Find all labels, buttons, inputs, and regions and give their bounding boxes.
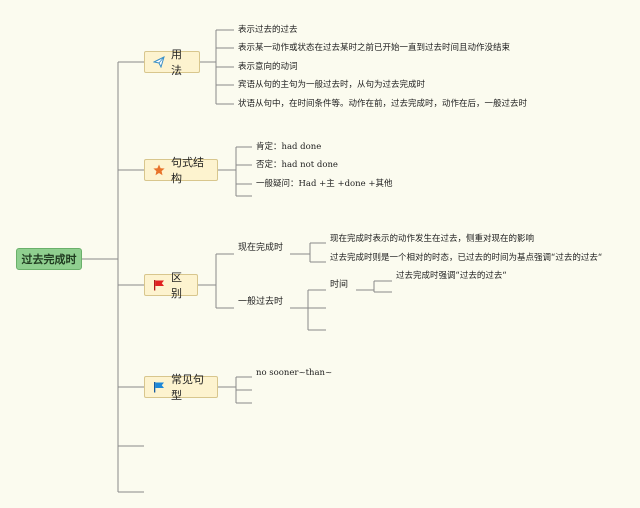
usage-item-2: 表示某一动作或状态在过去某时之前已开始一直到过去时间且动作没结束 (238, 43, 511, 53)
branch-sentence-structure[interactable]: 句式结构 (144, 156, 218, 185)
paper-plane-icon (153, 56, 165, 68)
time-item-1: 过去完成时强调“过去的过去“ (396, 271, 507, 281)
simple-past-time-node: 时间 (330, 280, 349, 290)
present-perfect-item-2: 过去完成时则是一个相对的时态，已过去的时间为基点强调“过去的过去“ (330, 253, 603, 263)
group-present-perfect: 现在完成时 (238, 243, 284, 253)
structure-item-affirmative: 肯定：had done (256, 142, 322, 152)
usage-item-5: 状语从句中，在时间条件等。动作在前，过去完成时，动作在后，一般过去时 (238, 99, 528, 109)
usage-item-4: 宾语从句的主句为一般过去时，从句为过去完成时 (238, 80, 426, 90)
root-node[interactable]: 过去完成时 (16, 248, 82, 270)
red-flag-icon (153, 279, 165, 291)
structure-item-negative: 否定：had not done (256, 160, 338, 170)
present-perfect-item-1: 现在完成时表示的动作发生在过去，侧重对现在的影响 (330, 234, 535, 244)
branch-usage[interactable]: 用法 (144, 48, 200, 77)
structure-item-question: 一般疑问：Had +主 +done +其他 (256, 179, 393, 189)
root-label: 过去完成时 (21, 253, 77, 266)
group-simple-past: 一般过去时 (238, 297, 284, 307)
usage-item-3: 表示意向的动词 (238, 62, 298, 72)
star-icon (153, 164, 165, 176)
branch-common-patterns[interactable]: 常见句型 (144, 373, 218, 402)
branch-difference-label: 区别 (171, 271, 182, 300)
branch-sentence-structure-label: 句式结构 (171, 156, 204, 185)
branch-common-patterns-label: 常见句型 (171, 373, 204, 402)
branch-difference[interactable]: 区别 (144, 271, 198, 300)
pattern-item-no-sooner-than: no sooner~than~ (256, 368, 333, 378)
blue-flag-icon (153, 381, 165, 393)
branch-usage-label: 用法 (171, 48, 182, 77)
usage-item-1: 表示过去的过去 (238, 25, 298, 35)
